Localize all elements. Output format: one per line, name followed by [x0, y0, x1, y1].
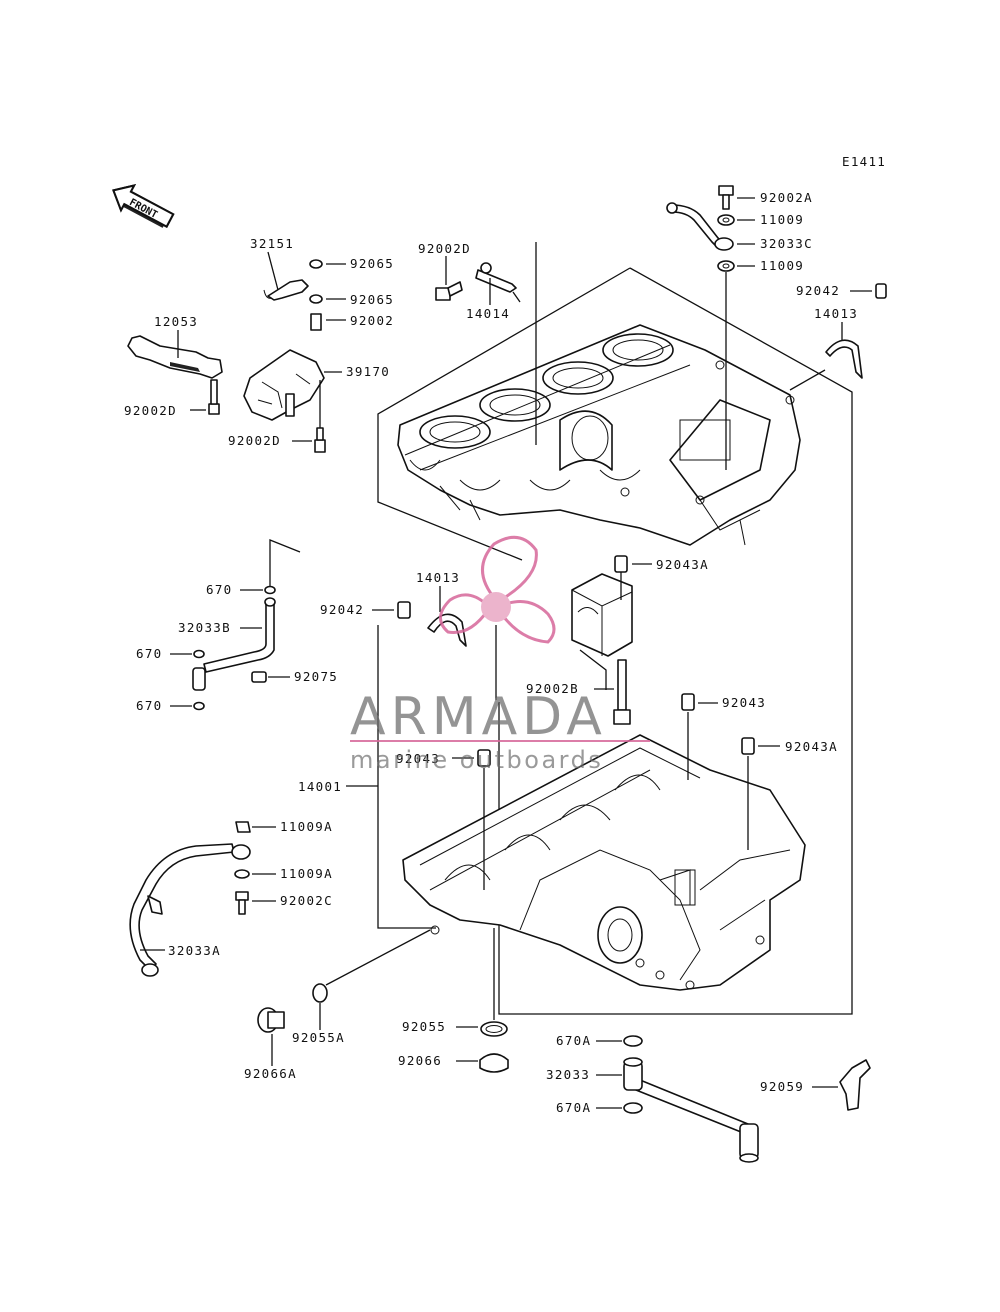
part-label: 32033A — [168, 943, 221, 958]
part-label: 92042 — [320, 602, 364, 617]
part-label: 12053 — [154, 314, 198, 329]
part-label: 92002B — [526, 681, 579, 696]
front-arrow-icon: FRONT — [112, 184, 175, 228]
part-label: 92059 — [760, 1079, 804, 1094]
part-label: 670A — [556, 1100, 591, 1115]
oil-pipe-group-left — [170, 539, 301, 711]
part-label: 32033C — [760, 236, 813, 251]
part-label: 32151 — [250, 236, 294, 251]
oil-pipe-group-top — [666, 185, 887, 470]
part-label: 11009 — [760, 258, 804, 273]
part-label: 92002C — [280, 893, 333, 908]
propeller-logo-icon — [439, 535, 556, 644]
lower-crankcase — [402, 734, 806, 991]
part-label: 92043 — [722, 695, 766, 710]
bracket-group-top-left — [127, 242, 537, 453]
part-label: 11009 — [760, 212, 804, 227]
part-label: 14001 — [298, 779, 342, 794]
part-label: 92002D — [228, 433, 281, 448]
part-label: 670A — [556, 1033, 591, 1048]
part-label: 670 — [136, 646, 162, 661]
watermark: ARMADA marine outboards — [350, 535, 650, 774]
oil-pipe-group-lower-left — [129, 821, 276, 977]
part-label: 92043A — [656, 557, 709, 572]
diagram-code: E1411 — [842, 154, 886, 169]
part-label: 92066A — [244, 1066, 297, 1081]
part-label: 92066 — [398, 1053, 442, 1068]
part-label: 92042 — [796, 283, 840, 298]
part-label: 32033 — [546, 1067, 590, 1082]
part-label: 92055 — [402, 1019, 446, 1034]
part-label: 14013 — [814, 306, 858, 321]
part-label: 14013 — [416, 570, 460, 585]
part-label: 11009A — [280, 819, 333, 834]
part-label: 92075 — [294, 669, 338, 684]
part-label: 92065 — [350, 256, 394, 271]
part-label: 670 — [206, 582, 232, 597]
part-label: 92043A — [785, 739, 838, 754]
part-label: 92043 — [396, 751, 440, 766]
part-label: 92065 — [350, 292, 394, 307]
part-label: 670 — [136, 698, 162, 713]
part-labels: 92002A 11009 32033C 11009 92042 14013 32… — [124, 190, 858, 1115]
part-label: 11009A — [280, 866, 333, 881]
part-label: 39170 — [346, 364, 390, 379]
part-label: 92002A — [760, 190, 813, 205]
part-label: 32033B — [178, 620, 231, 635]
watermark-tagline: marine outboards — [350, 746, 603, 774]
upper-crankcase — [377, 267, 853, 1015]
part-label: 92002D — [124, 403, 177, 418]
part-label: 92002 — [350, 313, 394, 328]
part-label: 92002D — [418, 241, 471, 256]
part-label: 14014 — [466, 306, 510, 321]
part-label: 92055A — [292, 1030, 345, 1045]
drain-and-pipe-group — [257, 928, 871, 1163]
watermark-brand: ARMADA — [350, 687, 607, 747]
